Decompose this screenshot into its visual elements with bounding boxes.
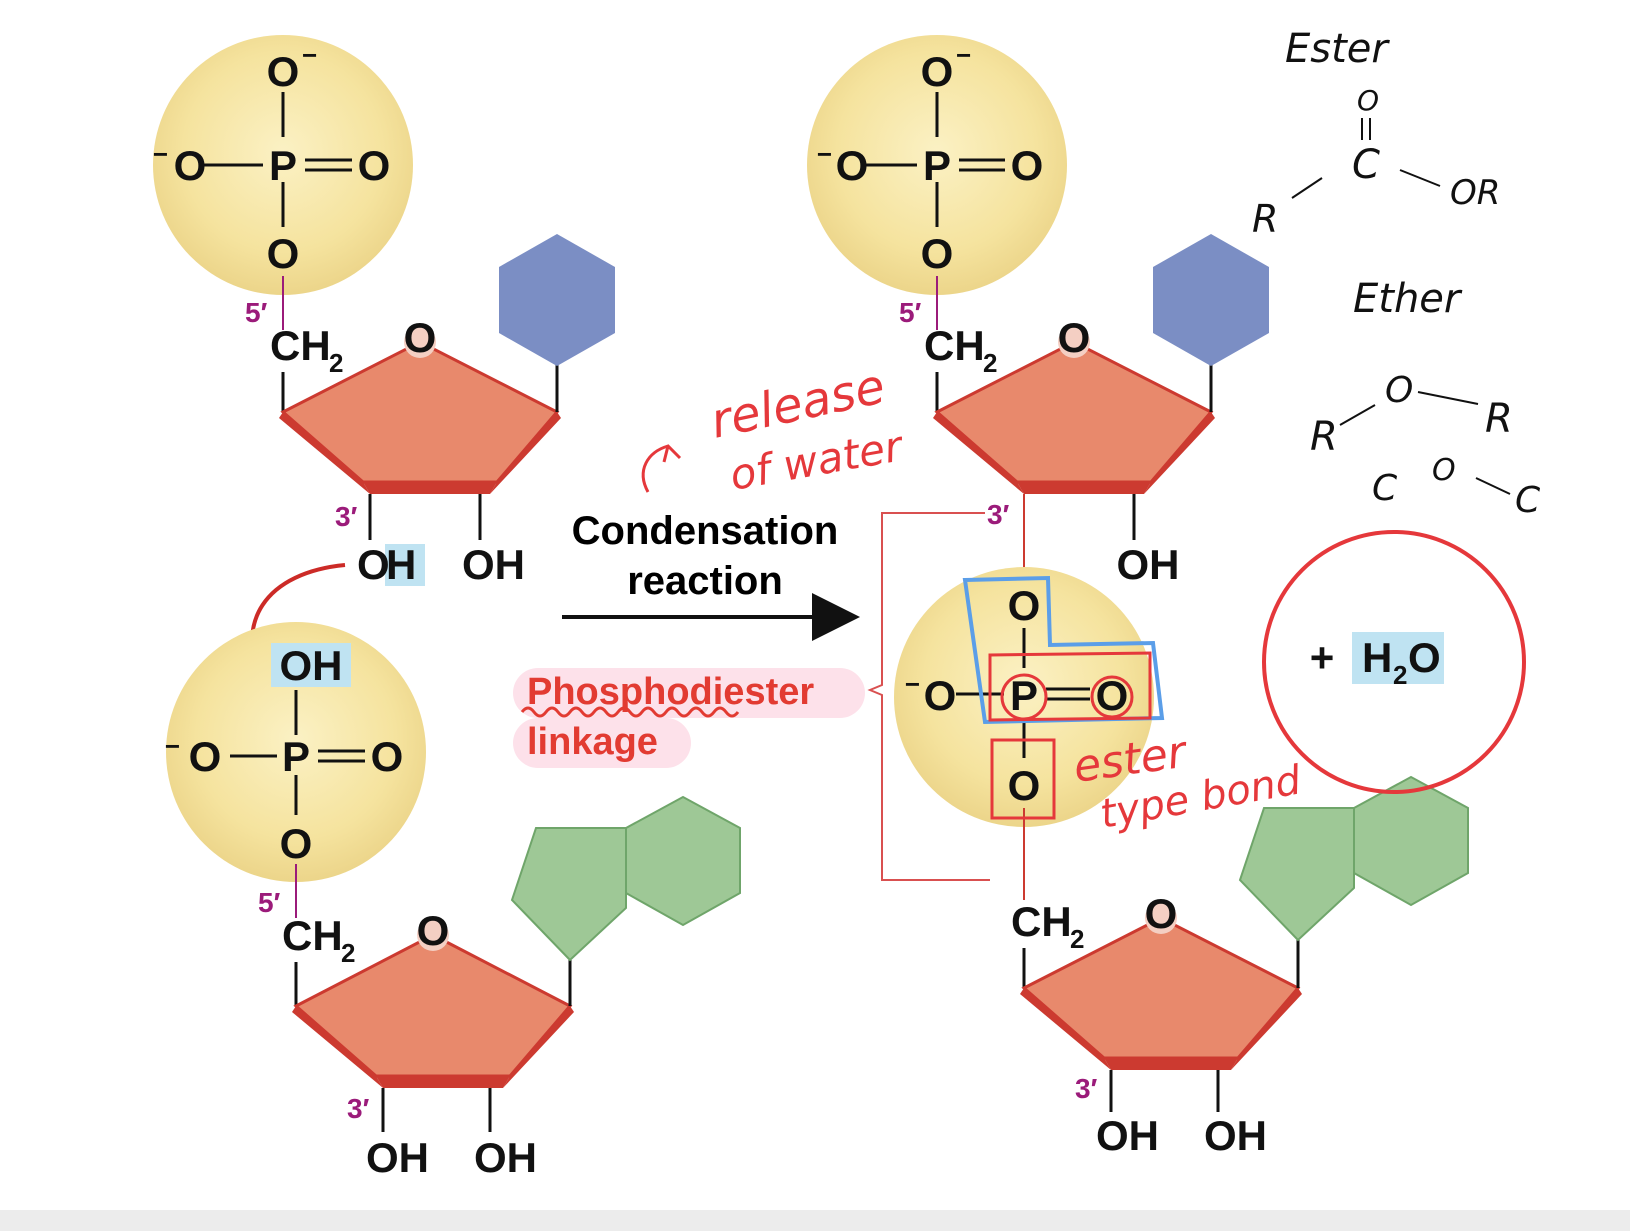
svg-text:H: H <box>386 541 416 588</box>
svg-text:O: O <box>836 142 869 189</box>
svg-text:O: O <box>280 820 313 867</box>
svg-text:P: P <box>923 142 951 189</box>
svg-text:R: R <box>1310 414 1338 460</box>
svg-text:OR: OR <box>1450 173 1500 213</box>
svg-text:O: O <box>921 48 954 95</box>
svg-text:OH: OH <box>474 1134 537 1181</box>
svg-text:CH: CH <box>270 322 331 369</box>
reaction-label: Condensation reaction <box>562 509 860 641</box>
water-product: + H 2 O <box>1262 530 1526 794</box>
reaction-line1: Condensation <box>572 509 839 553</box>
svg-text:OH: OH <box>1117 541 1180 588</box>
svg-text:OH: OH <box>462 541 525 588</box>
red-annotation-circle <box>1262 530 1526 794</box>
svg-text:O: O <box>1058 314 1091 361</box>
phosphate-circle-icon <box>153 35 413 295</box>
nucleotide-bottom-right: CH 2 O 3′ OH OH <box>1011 775 1469 1159</box>
svg-text:+: + <box>1310 634 1335 681</box>
svg-text:CH: CH <box>1011 898 1072 945</box>
svg-text:OH: OH <box>1204 1112 1267 1159</box>
svg-text:3′: 3′ <box>335 501 358 532</box>
svg-text:P: P <box>282 733 310 780</box>
svg-text:3′: 3′ <box>347 1093 370 1124</box>
nucleotide-top-left: O − − O P O O 5′ CH 2 O 3′ O H OH <box>153 35 615 588</box>
linkage-line2: linkage <box>527 721 658 763</box>
svg-text:P: P <box>1010 672 1038 719</box>
svg-text:O: O <box>189 733 222 780</box>
svg-text:O: O <box>1408 634 1441 681</box>
purine-double-ring-icon <box>1238 775 1469 942</box>
svg-text:O: O <box>371 733 404 780</box>
blue-annotation-box <box>962 575 1165 725</box>
svg-text:−: − <box>956 40 971 70</box>
svg-text:O: O <box>357 541 390 588</box>
svg-text:O: O <box>1385 370 1413 411</box>
svg-text:O: O <box>1145 890 1178 937</box>
svg-text:5′: 5′ <box>245 297 268 328</box>
highlight-h <box>385 544 425 586</box>
svg-text:O: O <box>417 907 450 954</box>
svg-text:−: − <box>153 139 168 169</box>
nucleotide-top-right: O − − O P O O 5′ CH 2 O OH 3′ <box>807 35 1269 588</box>
svg-text:5′: 5′ <box>258 887 281 918</box>
svg-text:O: O <box>267 230 300 277</box>
phosphate-o-top: O <box>267 48 300 95</box>
linkage-line1: Phosphodiester <box>527 671 814 713</box>
purine-double-ring-icon <box>510 795 741 962</box>
linkage-label: Phosphodiester linkage <box>513 512 990 881</box>
svg-text:2: 2 <box>341 938 355 968</box>
svg-text:O: O <box>1008 762 1041 809</box>
svg-text:CH: CH <box>924 322 985 369</box>
red-annotation-box <box>990 738 1056 820</box>
svg-text:C: C <box>1352 142 1380 188</box>
svg-text:OH: OH <box>280 642 343 689</box>
svg-text:R: R <box>1485 396 1513 442</box>
svg-text:2: 2 <box>1070 924 1084 954</box>
svg-text:−: − <box>905 669 920 699</box>
svg-text:O: O <box>1011 142 1044 189</box>
svg-text:C: C <box>1515 480 1541 521</box>
svg-text:3′: 3′ <box>1075 1073 1098 1104</box>
svg-text:O: O <box>1432 453 1456 488</box>
phosphorus: P <box>269 142 297 189</box>
svg-text:C: C <box>1372 468 1398 509</box>
svg-text:CH: CH <box>282 912 343 959</box>
phosphate-circle-icon <box>894 567 1154 827</box>
highlight-oh <box>271 643 351 687</box>
svg-text:O: O <box>404 314 437 361</box>
linking-phosphate: O P O − O O <box>894 567 1165 900</box>
ether-title: Ether <box>1353 276 1463 322</box>
svg-text:OH: OH <box>366 1134 429 1181</box>
svg-text:2: 2 <box>983 348 997 378</box>
svg-text:2: 2 <box>1393 660 1407 690</box>
nucleotide-bottom-left: OH − O P O O 5′ CH 2 O 3′ OH OH <box>165 622 741 1181</box>
ester-title: Ester <box>1285 26 1390 72</box>
svg-text:O: O <box>921 230 954 277</box>
svg-text:O: O <box>924 672 957 719</box>
svg-text:R: R <box>1252 197 1278 241</box>
svg-text:3′: 3′ <box>987 499 1010 530</box>
svg-text:−: − <box>817 139 832 169</box>
svg-text:O: O <box>1357 84 1379 117</box>
pyrimidine-hexagon-icon <box>1153 234 1269 366</box>
pyrimidine-hexagon-icon <box>499 234 615 366</box>
red-annotation-box <box>988 651 1152 722</box>
svg-text:O: O <box>358 142 391 189</box>
svg-text:−: − <box>302 40 317 70</box>
reaction-line2: reaction <box>627 559 783 603</box>
svg-text:5′: 5′ <box>899 297 922 328</box>
svg-text:O: O <box>1008 582 1041 629</box>
handwritten-ester-ether: Ester O C R OR Ether R O R C O C <box>1252 26 1541 521</box>
svg-text:H: H <box>1362 634 1392 681</box>
phosphate-circle-icon <box>807 35 1067 295</box>
phosphate-circle-icon <box>166 622 426 882</box>
svg-text:OH: OH <box>1096 1112 1159 1159</box>
svg-text:−: − <box>165 731 180 761</box>
svg-text:2: 2 <box>329 348 343 378</box>
svg-text:O: O <box>174 142 207 189</box>
